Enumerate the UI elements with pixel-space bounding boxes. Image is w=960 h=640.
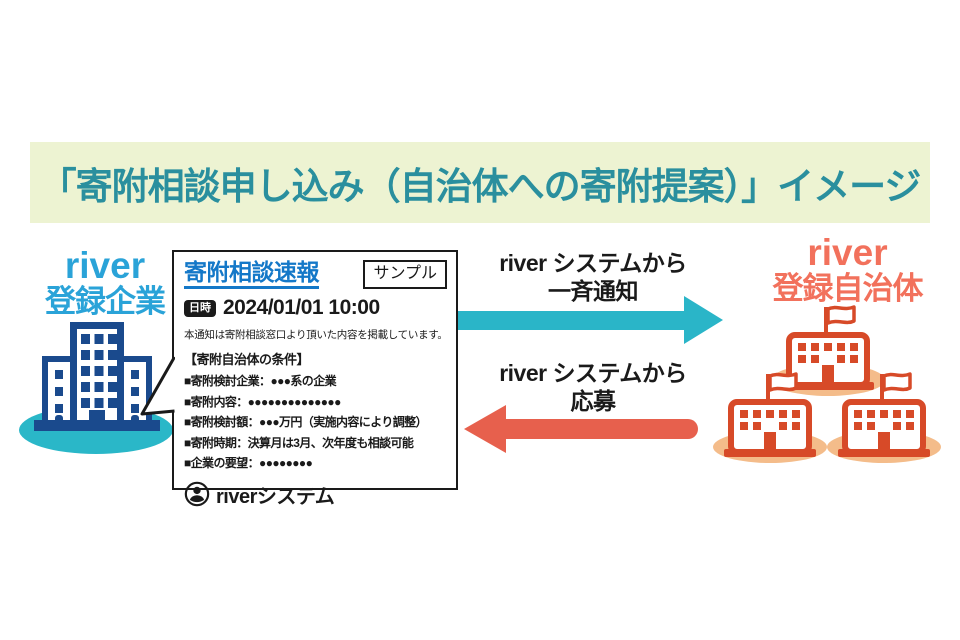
condition-item: ■寄附検討額：●●●万円（実施内容により調整） bbox=[184, 415, 428, 430]
datetime-badge: 日時 bbox=[184, 299, 216, 317]
apply-label-line1: river システムから bbox=[499, 360, 687, 386]
datetime-row: 日時 2024/01/01 10:00 bbox=[184, 296, 446, 320]
apply-label-line2: 応募 bbox=[570, 388, 617, 414]
speech-tail bbox=[140, 356, 175, 416]
notify-arrow-label: river システムから 一斉通知 bbox=[460, 249, 726, 305]
municipality-label: river 登録自治体 bbox=[755, 234, 940, 304]
condition-item: ■寄附検討企業：●●●系の企業 bbox=[184, 374, 337, 389]
notify-label-line1: river システムから bbox=[499, 250, 687, 276]
company-label: river 登録企業 bbox=[18, 247, 192, 317]
notify-label-line2: 一斉通知 bbox=[548, 278, 639, 304]
sample-badge: サンプル bbox=[363, 260, 447, 290]
title-banner: 「寄附相談申し込み（自治体への寄附提案）」イメージ bbox=[30, 142, 930, 223]
person-icon bbox=[184, 482, 210, 507]
condition-item: ■寄附内容：●●●●●●●●●●●●●● bbox=[184, 394, 341, 409]
card-footer: riverシステム bbox=[184, 480, 446, 509]
municipality-building-icon bbox=[824, 370, 944, 465]
company-label-jp: 登録企業 bbox=[45, 284, 166, 319]
datetime-value: 2024/01/01 10:00 bbox=[223, 296, 380, 320]
conditions-heading: 【寄附自治体の条件】 bbox=[184, 352, 310, 368]
apply-arrow-label: river システムから 応募 bbox=[460, 359, 726, 415]
notification-card: 寄附相談速報 サンプル 日時 2024/01/01 10:00 本通知は寄附相談… bbox=[172, 250, 458, 508]
condition-item: ■寄附時期：決算月は3月、次年度も相談可能 bbox=[184, 435, 414, 450]
page-title: 「寄附相談申し込み（自治体への寄附提案）」イメージ bbox=[39, 165, 922, 207]
municipality-label-en: river bbox=[807, 232, 888, 273]
left-arrow-icon bbox=[464, 405, 698, 453]
company-label-en: river bbox=[64, 245, 146, 286]
card-title: 寄附相談速報 bbox=[184, 259, 320, 290]
card-note: 本通知は寄附相談窓口より頂いた内容を掲載しています。 bbox=[184, 329, 448, 342]
municipality-building-icon bbox=[710, 370, 830, 465]
office-building-icon bbox=[19, 322, 173, 454]
conditions-list: ■寄附検討企業：●●●系の企業 ■寄附内容：●●●●●●●●●●●●●● ■寄附… bbox=[184, 371, 446, 474]
right-arrow-icon bbox=[456, 296, 723, 344]
brand-name: riverシステム bbox=[216, 485, 335, 508]
condition-item: ■企業の要望：●●●●●●●● bbox=[184, 456, 313, 471]
municipality-label-jp: 登録自治体 bbox=[772, 271, 924, 306]
